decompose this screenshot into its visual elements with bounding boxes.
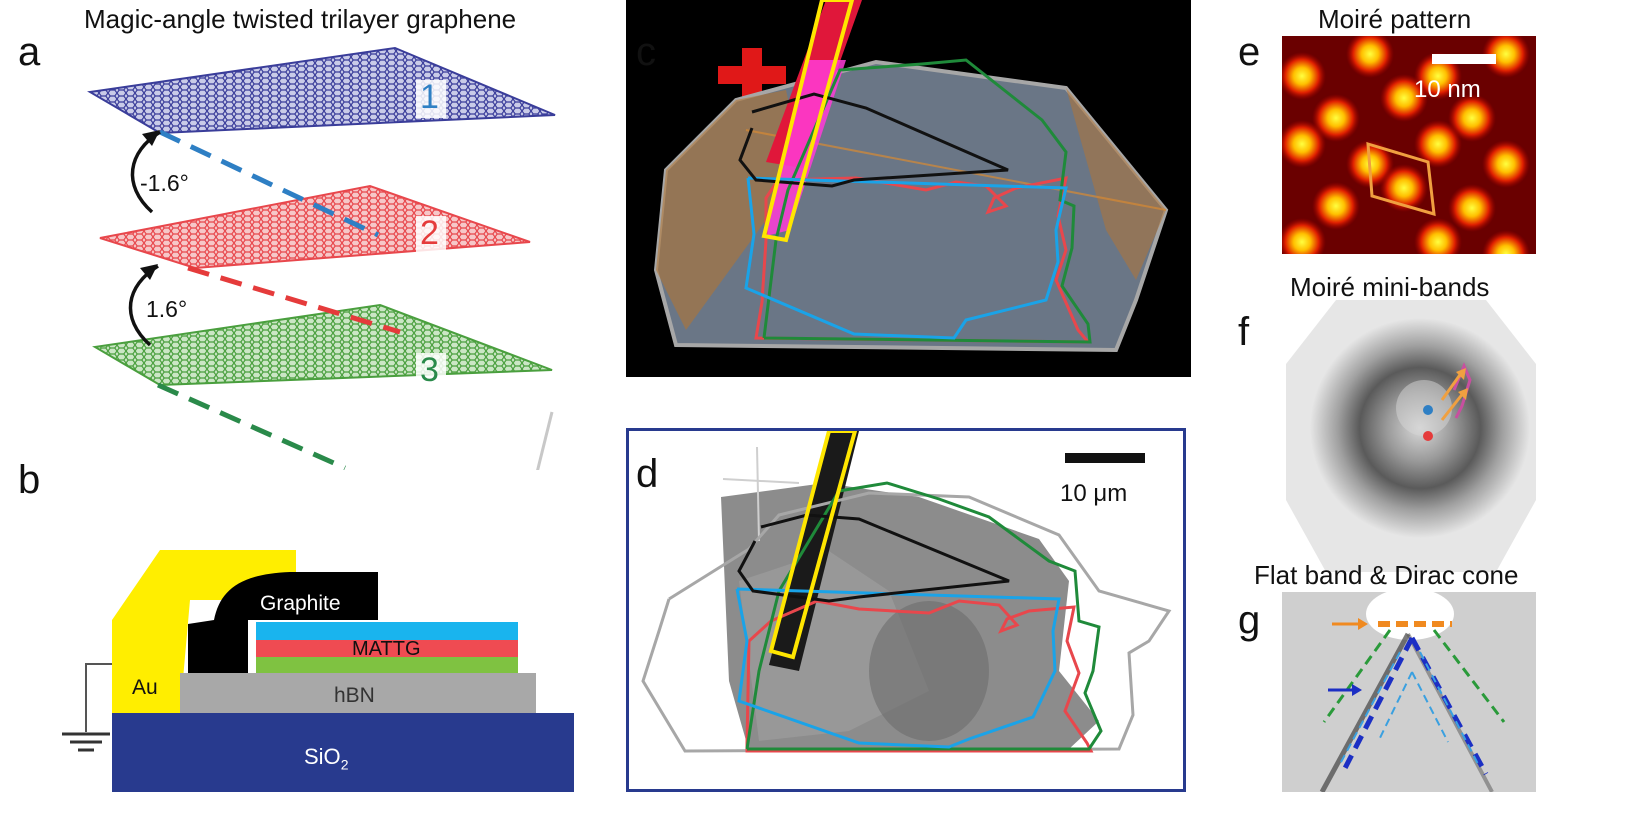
panel-f-title: Moiré mini-bands [1290, 272, 1490, 302]
au-label: Au [132, 676, 158, 699]
panel-e-title: Moiré pattern [1318, 4, 1472, 34]
panel-a-title: Magic-angle twisted trilayer graphene [84, 4, 517, 34]
panel-e-scale-bar [1432, 54, 1496, 64]
sio2-label: SiO2 [304, 744, 349, 773]
layer-1-dashed-edge [158, 129, 380, 238]
panel-label-d: d [636, 452, 659, 496]
panel-g-title: Flat band & Dirac cone [1254, 560, 1519, 590]
panel-d-scale-label: 10 μm [1060, 480, 1128, 507]
k-point-blue [1423, 405, 1433, 415]
twist-angle-bottom: 1.6° [146, 296, 188, 322]
panel-c-optical-image [626, 0, 1191, 377]
graphite-electrode [188, 572, 378, 673]
panel-a-graphene-layers [87, 46, 556, 470]
panel-label-g: g [1238, 598, 1261, 642]
layer-number-3: 3 [420, 351, 439, 389]
layer-number-2: 2 [420, 214, 439, 252]
panel-e-moire-image [1282, 36, 1536, 254]
mattg-layer-mid [256, 640, 518, 657]
k-point-red [1423, 431, 1433, 441]
panel-label-f: f [1238, 310, 1250, 354]
layer-3-dashed-edge [156, 382, 347, 470]
panel-label-e: e [1238, 30, 1261, 74]
panel-label-b: b [18, 458, 41, 502]
twist-angle-top: -1.6° [140, 170, 189, 196]
mattg-layer-bottom [256, 657, 518, 673]
panel-label-a: a [18, 30, 41, 74]
layer-number-1: 1 [420, 78, 439, 116]
panel-b-device-schematic [62, 550, 574, 792]
panel-e-scale-label: 10 nm [1414, 76, 1481, 103]
panel-d-scan-image [641, 431, 1172, 753]
panel-d-scale-bar [1065, 453, 1145, 463]
panel-label-c: c [636, 30, 656, 74]
panel-f-miniband-image [1286, 300, 1536, 572]
moire-unit-cell [1366, 141, 1436, 217]
mattg-label: MATTG [352, 638, 421, 660]
sio2-substrate [112, 713, 574, 792]
hbn-layer [180, 673, 536, 713]
layer-2-dashed-edge [187, 265, 401, 335]
mattg-layer-top [256, 622, 518, 640]
hbn-label: hBN [334, 684, 375, 707]
graphite-label: Graphite [260, 592, 341, 615]
panel-g-band-image [1282, 592, 1536, 792]
